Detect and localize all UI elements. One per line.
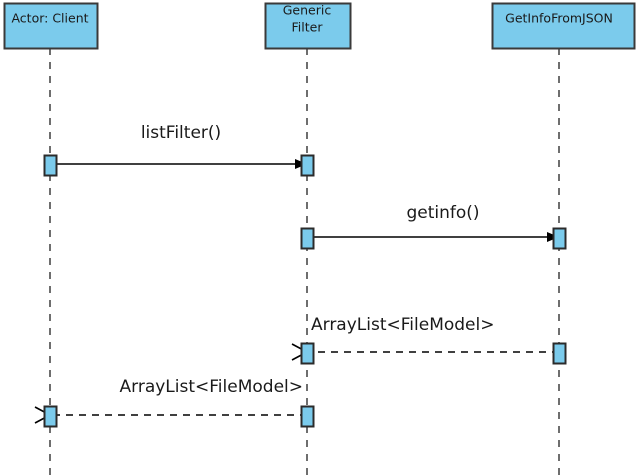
participant-box-generic_filter[interactable]: [264, 2, 352, 50]
participant-label-generic_filter: Filter: [292, 20, 324, 35]
participant-box-getinfofromjson[interactable]: [491, 2, 636, 50]
activation-box-generic_filter-5[interactable]: [300, 342, 315, 365]
activation-box-getinfofromjson-4[interactable]: [552, 342, 567, 365]
message-label-2: ArrayList<FileModel>: [311, 315, 494, 335]
message-2-return[interactable]: ArrayList<FileModel>: [291, 315, 559, 361]
participant-box-client[interactable]: [3, 2, 99, 50]
activation-box-generic_filter-6[interactable]: [300, 405, 315, 428]
message-label-1: getinfo(): [406, 203, 479, 223]
message-0-call[interactable]: listFilter(): [50, 123, 307, 169]
activation-box-generic_filter-1[interactable]: [300, 154, 315, 177]
activation-box-generic_filter-2[interactable]: [300, 227, 315, 250]
message-label-3: ArrayList<FileModel>: [120, 377, 303, 397]
participant-client[interactable]: Actor: Client: [3, 2, 99, 50]
activation-box-getinfofromjson-3[interactable]: [552, 227, 567, 250]
participant-label-getinfofromjson: GetInfoFromJSON: [505, 11, 613, 26]
message-label-0: listFilter(): [141, 123, 221, 143]
activations-group: [43, 154, 567, 428]
message-3-return[interactable]: ArrayList<FileModel>: [34, 377, 307, 424]
participant-label-generic_filter: Generic: [283, 3, 332, 18]
participant-getinfofromjson[interactable]: GetInfoFromJSON: [491, 2, 636, 50]
activation-box-client-7[interactable]: [43, 405, 58, 428]
activation-box-client-0[interactable]: [43, 154, 58, 177]
participant-label-client: Actor: Client: [11, 11, 88, 26]
messages-group: listFilter() getinfo() ArrayList<FileModel…: [34, 123, 559, 424]
lifelines-group: [49, 48, 560, 475]
message-1-call[interactable]: getinfo(): [307, 203, 559, 242]
